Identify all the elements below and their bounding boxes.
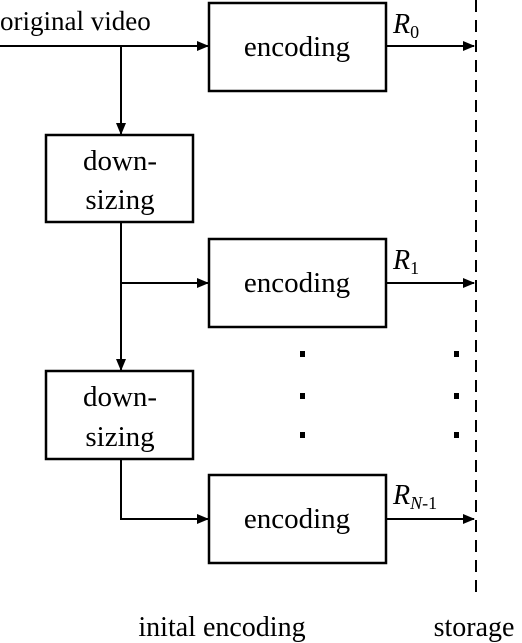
output-sub-1: 1	[410, 258, 419, 278]
encoding-label-0: encoding	[244, 31, 350, 63]
footer-initial-encoding: inital encoding	[138, 612, 305, 643]
ellipsis-storage	[454, 351, 459, 438]
downsizing-box-2	[44, 369, 195, 461]
output-label-2: RN-1	[392, 480, 437, 513]
ellipsis-dot	[300, 432, 305, 438]
downsizing-label-2b: sizing	[85, 421, 154, 453]
encoding-label-1: encoding	[244, 267, 350, 299]
ellipsis-dot	[454, 393, 459, 399]
ellipsis-dot	[454, 432, 459, 438]
output-label-1: R1	[392, 245, 419, 278]
input-label: original video	[0, 6, 151, 36]
downsizing-label-2a: down-	[83, 381, 157, 413]
encoding-box-0	[207, 1, 388, 93]
output-sub-italic-2: N	[409, 493, 423, 513]
output-base-2: R	[392, 480, 410, 511]
ellipsis-encoding	[300, 351, 305, 438]
output-base-1: R	[392, 245, 410, 276]
downsizing-label-1b: sizing	[85, 184, 154, 216]
output-base-0: R	[392, 9, 410, 40]
output-sub-0: 0	[410, 22, 419, 42]
ellipsis-dot	[300, 351, 305, 357]
output-sub-2: -1	[422, 493, 437, 513]
downsizing-to-encoding-arrow-2	[120, 459, 209, 524]
encoding-box-2	[207, 473, 388, 565]
encoding-label-2: encoding	[244, 503, 350, 535]
ellipsis-dot	[300, 393, 305, 399]
output-label-0: R0	[392, 9, 419, 42]
footer-storage: storage	[434, 612, 515, 643]
downsizing-label-1a: down-	[83, 145, 157, 177]
encoding-box-1	[207, 237, 388, 329]
downsizing-box-1	[44, 133, 195, 224]
ellipsis-dot	[454, 351, 459, 357]
